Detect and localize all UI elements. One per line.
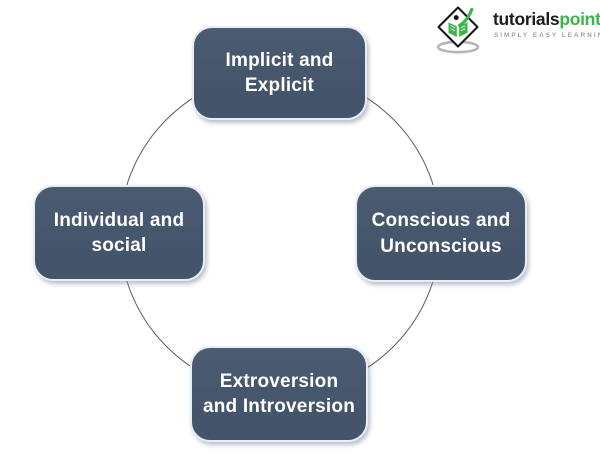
node-label: Individual and social — [53, 209, 185, 256]
brand-name: tutorialspoint — [493, 9, 600, 29]
logo-text-block: tutorialspoint SIMPLY EASY LEARNING — [493, 9, 600, 39]
node-implicit-explicit: Implicit and Explicit — [192, 26, 367, 120]
brand-tagline: SIMPLY EASY LEARNING — [494, 31, 600, 39]
node-label: Conscious and Unconscious — [371, 210, 511, 257]
tutorialspoint-diamond-icon — [436, 6, 480, 54]
node-label: Implicit and Explicit — [225, 49, 334, 96]
brand-part-point: point — [559, 9, 600, 29]
node-label: Extroversion and Introversion — [202, 370, 356, 417]
node-extroversion-introversion: Extroversion and Introversion — [190, 346, 368, 442]
brand-part-tutorials: tutorials — [493, 9, 560, 29]
node-individual-social: Individual and social — [33, 185, 205, 281]
tutorialspoint-logo: tutorialspoint SIMPLY EASY LEARNING — [428, 0, 600, 56]
node-conscious-unconscious: Conscious and Unconscious — [355, 185, 527, 282]
